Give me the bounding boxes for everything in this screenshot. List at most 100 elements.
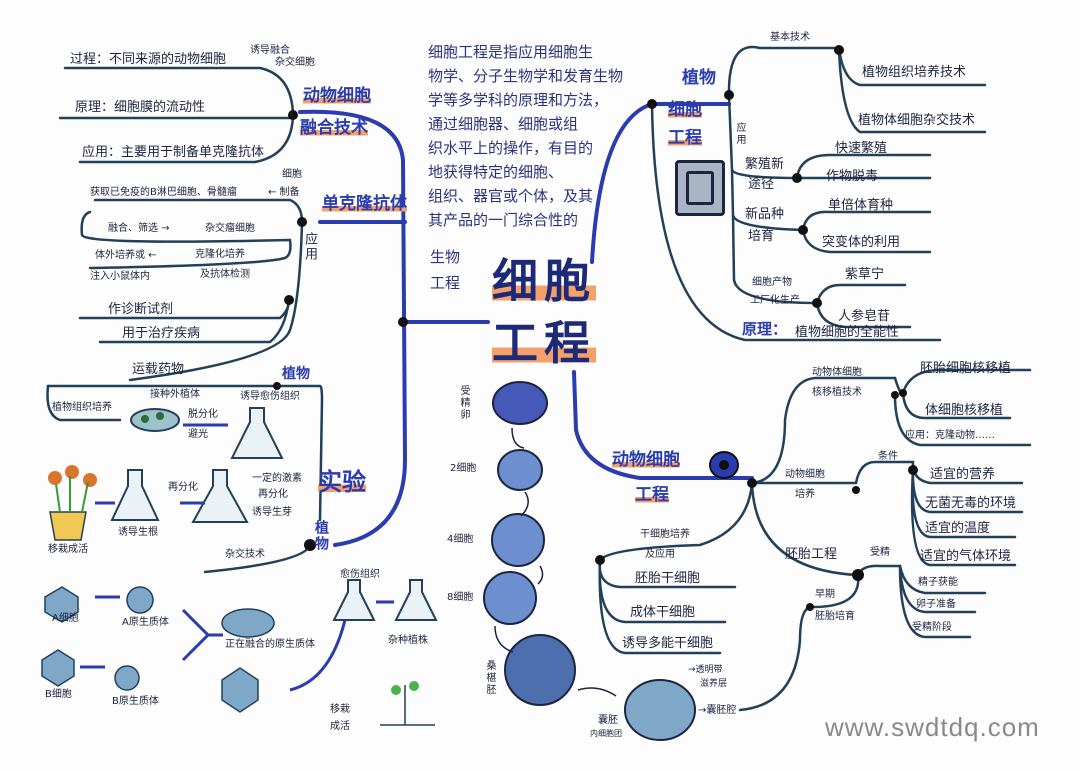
seal-stamp-icon bbox=[675, 160, 725, 216]
rediff-label: 再分化 bbox=[258, 489, 288, 500]
breeding-item: 单倍体育种 bbox=[828, 198, 894, 213]
cavity-label: →囊胚腔 bbox=[698, 705, 737, 716]
experiment-plant-bottom: 植物 bbox=[313, 520, 329, 552]
hybrid-tech-label: 杂交技术 bbox=[225, 549, 265, 560]
stem-cell-item: 诱导多能干细胞 bbox=[622, 636, 714, 651]
definition-line: 通过细胞器、细胞或组 bbox=[428, 115, 579, 133]
monoclonal-inject: 注入小鼠体内 bbox=[90, 271, 150, 282]
plant-eng-label-2: 细胞 bbox=[668, 100, 702, 120]
breeding-label: 新品种 bbox=[745, 207, 785, 222]
breeding-label-2: 培育 bbox=[748, 229, 775, 244]
definition-tail-2: 工程 bbox=[430, 274, 461, 292]
animal-fusion-label: 动物细胞 bbox=[303, 86, 371, 106]
monoclonal-step2: 融合、筛选 → bbox=[108, 223, 170, 234]
stem-cell-item: 成体干细胞 bbox=[630, 605, 696, 620]
trophoblast-label: 滋养层 bbox=[700, 679, 728, 689]
two-cell-label: 2细胞 bbox=[450, 463, 477, 474]
condition-item: 适宜的气体环境 bbox=[920, 549, 1012, 564]
monoclonal-clone: 克隆化培养 bbox=[195, 249, 245, 260]
monoclonal-hybridoma: 杂交瘤细胞 bbox=[205, 223, 255, 234]
basic-tech-item: 植物体细胞杂交技术 bbox=[858, 113, 976, 128]
monoclonal-prepare: ← 制备 bbox=[268, 187, 300, 198]
nuclear-item: 体细胞核移植 bbox=[925, 403, 1004, 418]
central-title-line2: 工程 bbox=[492, 316, 596, 370]
plant-principle: 植物细胞的全能性 bbox=[795, 325, 900, 340]
condition-item: 适宜的营养 bbox=[930, 467, 996, 482]
explant-label: 接种外植体 bbox=[150, 389, 200, 400]
definition-line: 学等多学科的原理和方法， bbox=[428, 91, 609, 109]
monoclonal-detect: 及抗体检测 bbox=[200, 269, 250, 280]
embryo-stage-icons bbox=[483, 381, 696, 741]
nuclear-transfer-label: 动物体细胞 bbox=[812, 367, 862, 378]
plant-cell-icon bbox=[41, 586, 259, 713]
dish-icon bbox=[130, 408, 180, 432]
transplant-label-2a: 移栽 bbox=[330, 704, 350, 715]
propagation-label-2: 途径 bbox=[748, 177, 775, 192]
watermark: www.swdtdq.com bbox=[825, 712, 1040, 742]
product-label: 细胞产物 bbox=[752, 277, 792, 288]
experiment-arrows bbox=[80, 423, 394, 692]
hybrid-plant-label: 杂种植株 bbox=[388, 635, 428, 646]
protoplast-icon bbox=[114, 586, 275, 691]
fertilization-item: 精子获能 bbox=[918, 577, 958, 588]
seedling-icon bbox=[380, 681, 435, 726]
plant-app-label: 应用 bbox=[734, 122, 745, 146]
definition-line: 地获得特定的细胞、 bbox=[428, 163, 564, 181]
four-cell-label: 4细胞 bbox=[447, 534, 474, 545]
tissue-culture-label: 植物组织培养 bbox=[52, 402, 112, 413]
blastocyst-label: 囊胚 bbox=[598, 715, 618, 726]
branch-nodes bbox=[273, 45, 918, 611]
monoclonal-app-item: 用于治疗疾病 bbox=[122, 326, 201, 341]
transplant-label: 移栽成活 bbox=[48, 544, 88, 555]
definition-tail-1: 生物 bbox=[430, 248, 461, 266]
potted-plant-icon bbox=[48, 465, 97, 541]
animal-eng-label-2: 工程 bbox=[635, 485, 669, 505]
definition-text: 细胞工程是指应用细胞生 物学、分子生物学和发育生物 学等多学科的原理和方法， 通… bbox=[428, 40, 648, 232]
a-cell-label: A细胞 bbox=[52, 613, 79, 624]
cell-culture-label-2: 培养 bbox=[795, 489, 815, 500]
zona-label: →透明带 bbox=[688, 665, 723, 675]
monoclonal-app-item: 作诊断试剂 bbox=[108, 302, 174, 317]
b-protoplast-label: B原生质体 bbox=[112, 696, 159, 707]
propagation-item: 快速繁殖 bbox=[835, 141, 888, 156]
nuclear-item: 应用：克隆动物…… bbox=[905, 430, 995, 441]
embryo-arrows bbox=[494, 427, 617, 697]
monoclonal-culture: 体外培养或 ← bbox=[95, 250, 157, 261]
breeding-item: 突变体的利用 bbox=[822, 235, 901, 250]
dark-label: 避光 bbox=[188, 429, 208, 440]
fertilization-item: 受精阶段 bbox=[912, 622, 952, 633]
a-protoplast-label: A原生质体 bbox=[122, 617, 169, 628]
experiment-label: 实验 bbox=[318, 468, 366, 496]
condition-item: 适宜的温度 bbox=[925, 521, 991, 536]
animal-eng-label: 动物细胞 bbox=[612, 450, 680, 470]
condition-item: 无菌无毒的环境 bbox=[925, 496, 1017, 511]
definition-line: 织水平上的操作，有目的 bbox=[428, 139, 594, 157]
left-trunk bbox=[298, 109, 408, 547]
main-trunks bbox=[298, 102, 754, 547]
monoclonal-app-item: 运载药物 bbox=[132, 362, 185, 377]
bud-label: 诱导生芽 bbox=[252, 507, 292, 518]
fertilization-label: 受精 bbox=[870, 547, 890, 558]
fusion-application: 应用：主要用于制备单克隆抗体 bbox=[82, 145, 265, 160]
definition-line: 物学、分子生物学和发育生物 bbox=[428, 67, 624, 85]
fertilization-item: 卵子准备 bbox=[916, 599, 956, 610]
fusion-principle: 原理：细胞膜的流动性 bbox=[75, 100, 206, 115]
cell-icon bbox=[709, 451, 739, 479]
plant-principle-label: 原理： bbox=[742, 320, 788, 338]
product-item: 人参皂苷 bbox=[838, 309, 891, 324]
fusing-protoplast-label: 正在融合的原生质体 bbox=[225, 639, 315, 650]
embryo-eng-label: 胚胎工程 bbox=[785, 547, 838, 562]
animal-trunk bbox=[572, 370, 754, 480]
stem-cell-label-2: 及应用 bbox=[645, 549, 675, 560]
dediff-label: 脱分化 bbox=[188, 409, 218, 420]
cell-culture-label: 动物细胞 bbox=[785, 469, 825, 480]
monoclonal-label: 单克隆抗体 bbox=[322, 194, 407, 214]
rediff-label-2: 再分化 bbox=[168, 482, 198, 493]
transplant-label-2b: 成活 bbox=[330, 721, 350, 732]
propagation-label: 繁殖新 bbox=[745, 157, 785, 172]
stem-cell-label: 干细胞培养 bbox=[640, 529, 690, 540]
monoclonal-app-label: 应用 bbox=[302, 232, 317, 262]
condition-label: 条件 bbox=[878, 451, 898, 462]
